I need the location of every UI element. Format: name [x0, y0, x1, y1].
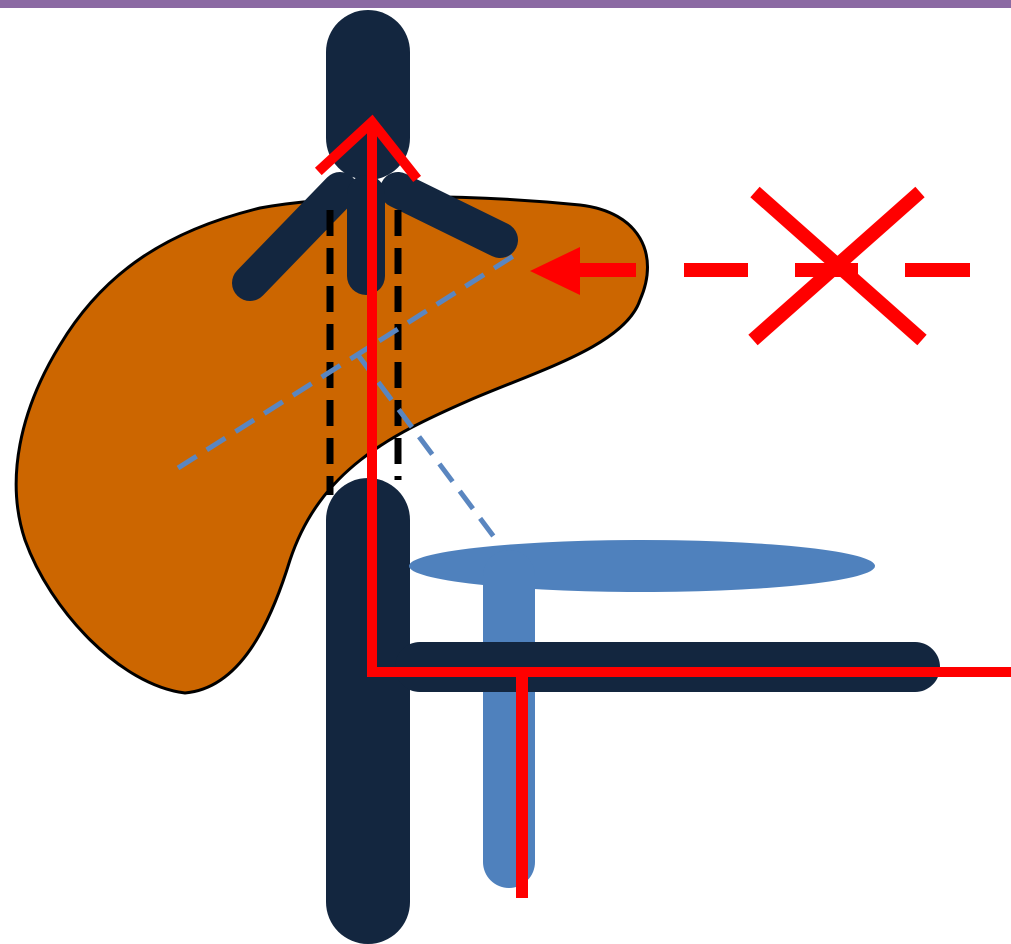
splenic-vein — [409, 540, 875, 592]
inferior-vena-cava-intrahepatic — [347, 175, 385, 295]
